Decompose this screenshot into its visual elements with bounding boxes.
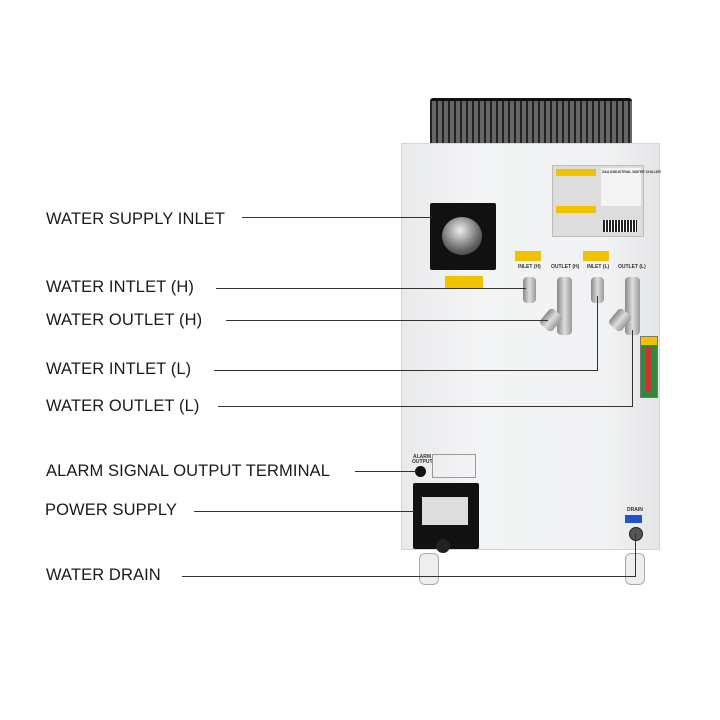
drain-valve-handle bbox=[625, 515, 642, 523]
outlet-l-fitting bbox=[625, 277, 640, 335]
leader-line bbox=[214, 370, 598, 371]
drain-label: DRAIN bbox=[627, 507, 643, 513]
callout-water-supply-inlet: WATER SUPPLY INLET bbox=[46, 210, 226, 228]
leader-line bbox=[635, 533, 636, 577]
port-label-outlet-h: OUTLET (H) bbox=[551, 264, 580, 270]
water-level-gauge bbox=[640, 336, 658, 398]
inlet-h-fitting bbox=[523, 277, 536, 303]
alarm-wiring-diagram bbox=[432, 454, 476, 478]
leader-line bbox=[597, 296, 598, 371]
leader-line bbox=[632, 330, 633, 407]
callout-water-outlet-h: WATER OUTLET (H) bbox=[46, 311, 203, 329]
leader-line bbox=[194, 511, 414, 512]
callout-water-drain: WATER DRAIN bbox=[46, 566, 161, 584]
leader-line bbox=[242, 217, 432, 218]
warning-sticker bbox=[583, 251, 609, 261]
power-supply-box bbox=[413, 483, 479, 553]
leader-line bbox=[218, 406, 633, 407]
leader-line bbox=[182, 576, 636, 577]
port-label-inlet-h: INLET (H) bbox=[518, 264, 541, 270]
callout-alarm-signal-output-terminal: ALARM SIGNAL OUTPUT TERMINAL bbox=[46, 462, 330, 480]
callout-power-supply: POWER SUPPLY bbox=[45, 501, 178, 519]
callout-water-outlet-l: WATER OUTLET (L) bbox=[46, 397, 200, 415]
caster-wheel bbox=[419, 553, 439, 585]
condenser-fan bbox=[430, 98, 632, 147]
warning-sticker bbox=[515, 251, 541, 261]
warning-sticker bbox=[445, 276, 483, 288]
leader-line bbox=[355, 471, 417, 472]
callout-water-intlet-h: WATER INTLET (H) bbox=[46, 278, 194, 296]
leader-line bbox=[216, 288, 526, 289]
spec-label: S&A INDUSTRIAL WATER CHILLER bbox=[552, 165, 661, 237]
callout-water-intlet-l: WATER INTLET (L) bbox=[46, 360, 192, 378]
port-label-inlet-l: INLET (L) bbox=[587, 264, 610, 270]
alarm-terminal bbox=[415, 466, 426, 477]
nameplate: S&A INDUSTRIAL WATER CHILLER bbox=[602, 170, 661, 174]
leader-line bbox=[226, 320, 548, 321]
water-supply-inlet-cap bbox=[430, 203, 496, 270]
inlet-l-fitting bbox=[591, 277, 604, 303]
drain-port bbox=[629, 527, 643, 541]
port-label-outlet-l: OUTLET (L) bbox=[618, 264, 646, 270]
alarm-output-label: ALARM OUTPUT bbox=[412, 454, 433, 465]
outlet-h-fitting bbox=[557, 277, 572, 335]
